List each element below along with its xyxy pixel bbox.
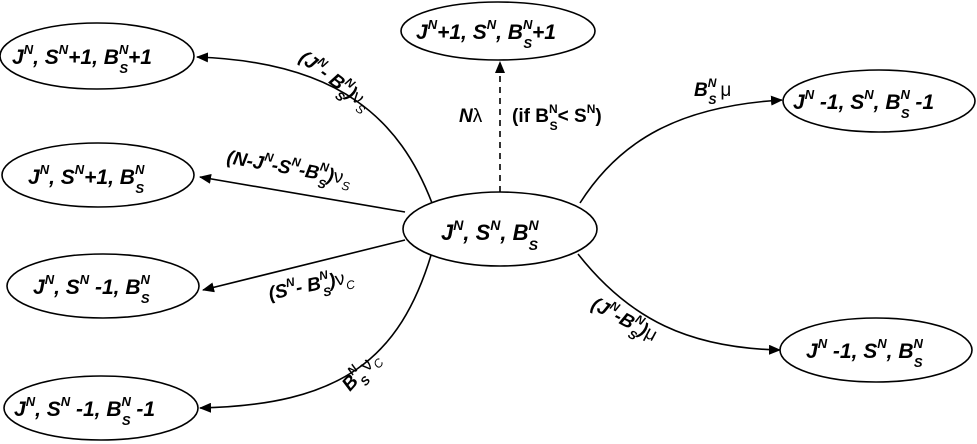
svg-text:BNSνC: BNSνC	[335, 345, 388, 399]
arrow-to-top-left	[196, 52, 433, 204]
svg-text:JN, SN, BNS: JN, SN, BNS	[441, 217, 540, 253]
svg-text:(JN- BNS)νS: (JN- BNS)νS	[291, 44, 376, 119]
svg-text:JN -1, SN, BNS -1: JN -1, SN, BNS -1	[793, 87, 934, 121]
svg-text:JN, SN+1, BNS: JN, SN+1, BNS	[28, 162, 145, 196]
svg-text:JN -1, SN, BNS: JN -1, SN, BNS	[806, 336, 924, 370]
rate-label-to-left4: BNSνC	[335, 345, 388, 399]
svg-text:Nλ: Nλ	[459, 106, 483, 127]
arrow-to-left2	[199, 173, 406, 213]
arrow-to-right2	[577, 253, 781, 355]
svg-text:JN, SN -1, BNS: JN, SN -1, BNS	[33, 272, 151, 306]
arrow-to-left3	[202, 239, 406, 293]
rate-label-to-top-left: (JN- BNS)νS	[291, 44, 376, 119]
arrow-to-left4	[199, 251, 433, 413]
rate-label-to-left3: (SN- BNS)νC	[266, 262, 357, 310]
arrow-to-top-right	[579, 95, 783, 204]
svg-text:(SN- BNS)νC: (SN- BNS)νC	[266, 262, 357, 310]
svg-text:(if BNS< SN): (if BNS< SN)	[512, 102, 602, 133]
svg-text:JN, SN -1, BNS -1: JN, SN -1, BNS -1	[14, 394, 155, 428]
svg-text:JN+1, SN, BNS+1: JN+1, SN, BNS+1	[416, 17, 556, 51]
svg-text:(N-JN-SN-BNS)νS: (N-JN-SN-BNS)νS	[224, 143, 353, 195]
rate-label-to-left2: (N-JN-SN-BNS)νS	[224, 143, 353, 195]
svg-text:JN, SN+1, BNS+1: JN, SN+1, BNS+1	[12, 42, 152, 76]
